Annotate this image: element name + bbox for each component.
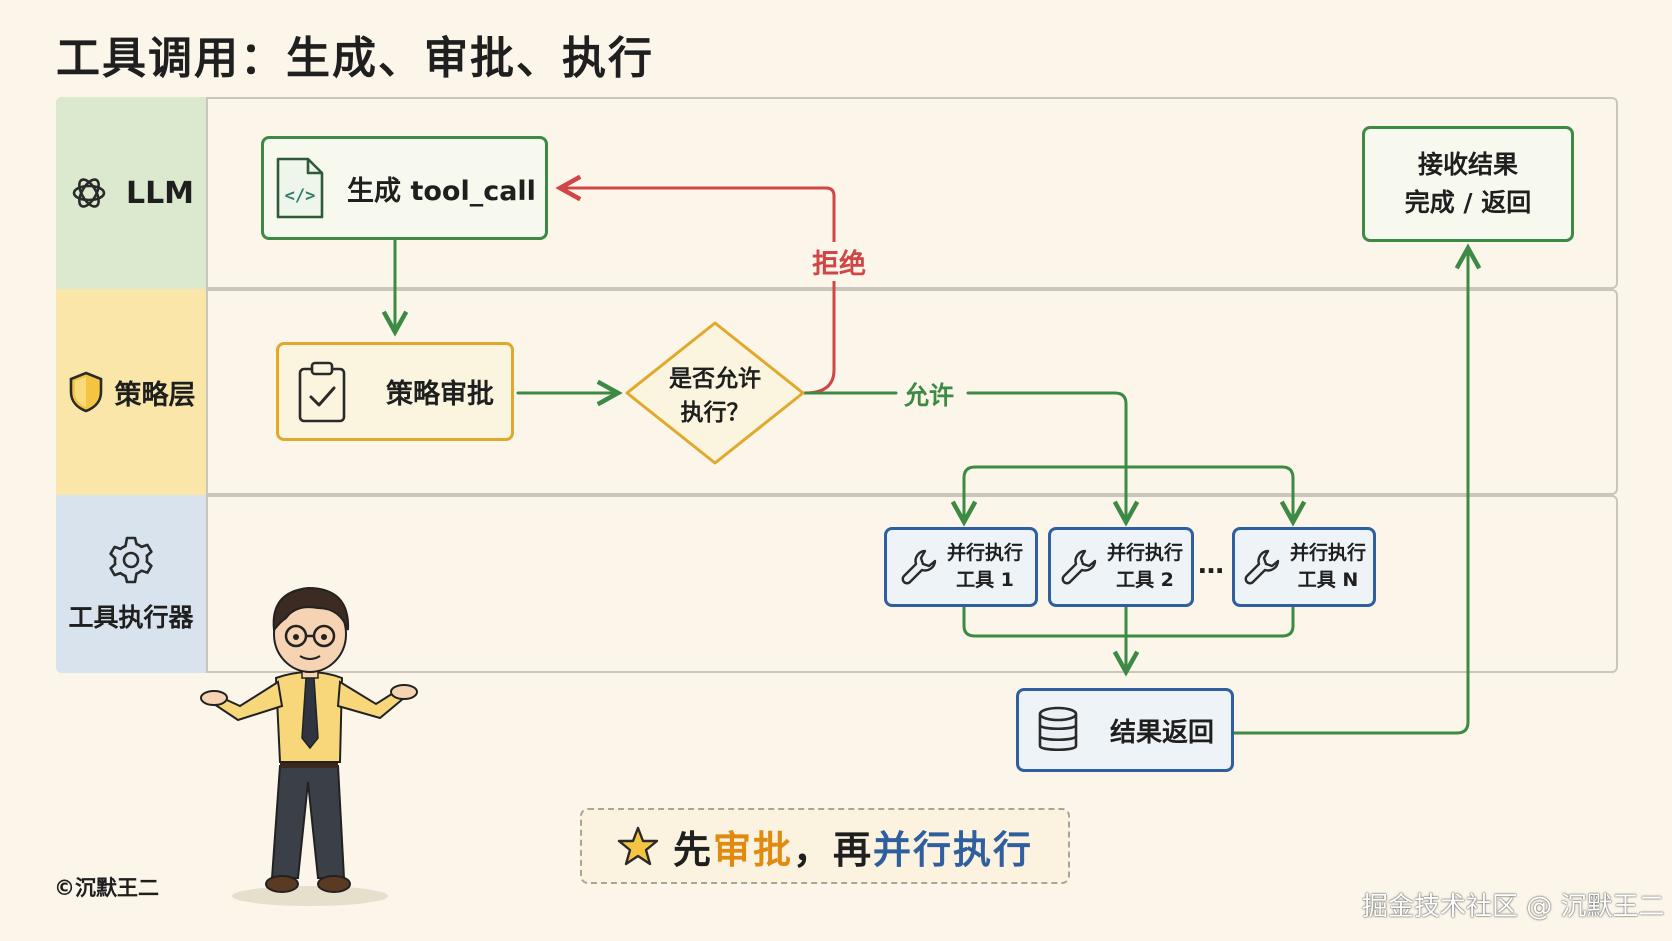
edge-fan-tool1 — [964, 465, 1128, 522]
tool-ellipsis: … — [1198, 550, 1224, 580]
node-policy-approval: 策略审批 — [276, 342, 514, 441]
edge-result-receive — [1232, 248, 1468, 735]
banner-part4: 并行执行 — [873, 827, 1034, 872]
banner-part3: ，再 — [793, 827, 874, 872]
node-tool-1: 并行执行 工具 1 — [884, 527, 1038, 607]
lane-llm-label: LLM — [125, 175, 195, 211]
lane-policy-label: 策略层 — [114, 379, 196, 411]
receive-line1: 接收结果 — [1417, 150, 1518, 179]
edge-fan-toolN — [1124, 465, 1293, 522]
result-label: 结果返回 — [1109, 717, 1214, 748]
node-result: 结果返回 — [1016, 688, 1234, 772]
tool-1-line1: 并行执行 — [946, 542, 1023, 564]
lane-label-llm: LLM — [56, 97, 208, 289]
gear-icon — [109, 536, 153, 584]
receive-line2: 完成 / 返回 — [1404, 188, 1532, 217]
allow-label: 允许 — [904, 376, 955, 412]
tool-2-line1: 并行执行 — [1106, 542, 1183, 564]
tool-n-line1: 并行执行 — [1289, 542, 1366, 564]
reject-label: 拒绝 — [810, 242, 868, 281]
lane-executor-label: 工具执行器 — [68, 603, 194, 632]
watermark-text: 掘金技术社区 @ 沉默王二 — [1362, 892, 1665, 922]
shield-icon — [69, 371, 102, 413]
page-title: 工具调用：生成、审批、执行 — [56, 33, 654, 84]
decision-line2: 执行？ — [680, 400, 750, 426]
cartoon-character-illustration — [200, 586, 418, 906]
edge-fan-in — [962, 605, 1295, 638]
database-icon — [1038, 706, 1078, 752]
generate-label: 生成 tool_call — [347, 175, 536, 207]
node-receive-result: 接收结果 完成 / 返回 — [1362, 126, 1574, 242]
banner-part1: 先 — [672, 827, 713, 872]
star-icon — [617, 826, 659, 866]
wrench-icon — [1061, 549, 1097, 585]
edge-reject — [560, 188, 836, 395]
decision-line1: 是否允许 — [669, 366, 761, 392]
summary-banner: 先审批，再并行执行 — [580, 808, 1070, 884]
wrench-icon — [1244, 549, 1280, 585]
wrench-icon — [901, 549, 937, 585]
clipboard-check-icon — [298, 361, 346, 422]
edge-allow-b — [966, 391, 1126, 522]
tool-2-line2: 工具 2 — [1116, 569, 1174, 591]
decision-text: 是否允许 执行？ — [624, 362, 806, 430]
tool-1-line2: 工具 1 — [956, 569, 1014, 591]
node-tool-2: 并行执行 工具 2 — [1048, 527, 1194, 607]
node-tool-n: 并行执行 工具 N — [1232, 527, 1376, 607]
copyright-text: ©沉默王二 — [54, 876, 159, 900]
lane-label-executor: 工具执行器 — [56, 495, 208, 673]
node-generate-tool-call: </> 生成 tool_call — [261, 136, 548, 240]
svg-text:</>: </> — [285, 186, 316, 206]
lane-label-policy: 策略层 — [56, 289, 208, 495]
code-file-icon: </> — [276, 157, 324, 219]
banner-part2: 审批 — [712, 827, 793, 872]
openai-knot-icon — [72, 178, 106, 208]
decision-diamond — [625, 321, 805, 465]
tool-n-line2: 工具 N — [1297, 569, 1359, 591]
approve-label: 策略审批 — [386, 379, 494, 410]
